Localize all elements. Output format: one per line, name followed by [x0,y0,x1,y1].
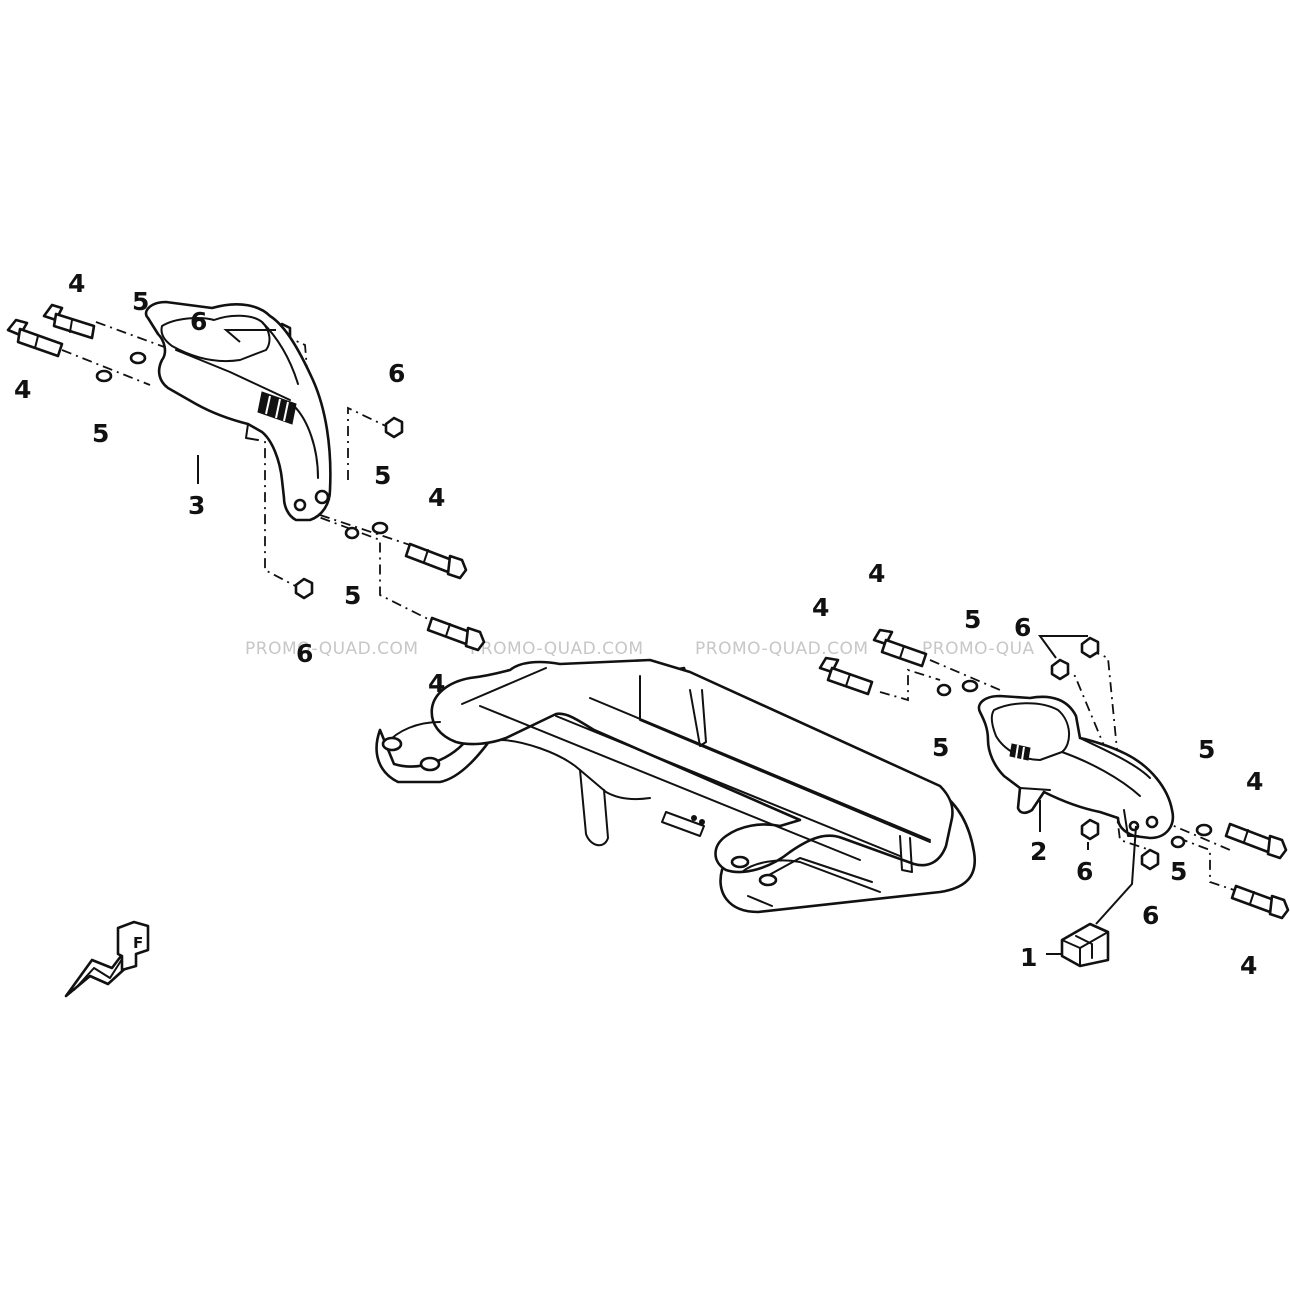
callout-label: 5 [132,287,149,316]
watermark-text: PROMO-QUAD.COM [470,639,644,659]
bolt-upper-left [42,303,96,340]
footrest-left [144,300,332,522]
callout-label: 6 [1014,613,1031,642]
callout-label: 4 [14,375,31,404]
callout-label: 5 [344,581,361,610]
mount-hole-icon [730,855,750,869]
callout-label: 4 [868,559,885,588]
callout-label: 4 [812,593,829,622]
front-marker-text: F [133,934,143,952]
callout-label: 6 [296,639,313,668]
callout-label: 5 [1198,735,1215,764]
washer-icon [129,351,147,365]
left-footrest-assembly [6,300,486,652]
washer-icon [961,679,979,693]
callout-label: 4 [68,269,85,298]
callout-label: 5 [964,605,981,634]
nut-icon [1080,818,1100,841]
callout-label: 4 [428,669,445,698]
callout-label: 2 [1030,837,1047,866]
nut-icon [294,577,314,600]
bolt-right-lower [426,616,486,652]
callout-label: 4 [428,483,445,512]
bolt-far-right-upper [1224,822,1288,860]
callout-label: 5 [92,419,109,448]
mount-hole-icon [758,873,778,887]
callout-label: 5 [1170,857,1187,886]
watermark: PROMO-QUAD.COM PROMO-QUAD.COM PROMO-QUAD… [245,639,1035,659]
callout-label: 4 [1240,951,1257,980]
nut-icon [1050,658,1070,681]
right-footrest-assembly [818,628,1290,968]
washer-icon [371,521,389,535]
mount-hole-icon [381,736,403,752]
washer-icon [936,683,952,697]
watermark-text: PROMO-QUA [922,639,1035,659]
callout-label: 1 [1020,943,1037,972]
bolt-lower-right [818,656,874,696]
callout-label: 5 [932,733,949,762]
washer-icon [344,526,360,540]
rack-frame [375,658,977,914]
callout-label: 6 [190,307,207,336]
washer-icon [1170,835,1186,849]
callout-label: 3 [188,491,205,520]
bolt-upper-right [872,628,928,668]
washer-icon [95,369,113,383]
watermark-text: PROMO-QUAD.COM [695,639,869,659]
bolt-far-right-lower [1230,884,1290,920]
callout-labels: 4 4 5 5 6 6 3 5 4 5 6 4 4 4 5 6 5 5 4 2 … [14,269,1263,980]
rubber-block [1060,922,1110,968]
callout-label: 5 [374,461,391,490]
nut-icon [1140,848,1160,871]
watermark-text: PROMO-QUAD.COM [245,639,419,659]
callout-label: 6 [388,359,405,388]
callout-label: 6 [1142,901,1159,930]
bolt-lower-left [6,318,64,358]
nut-icon [1080,636,1100,659]
callout-label: 6 [1076,857,1093,886]
mount-hole-icon [419,756,441,772]
bolt-right-upper [404,542,468,580]
washer-icon [1195,823,1213,837]
footrest-right [977,694,1175,840]
nut-icon [384,416,404,439]
callout-label: 4 [1246,767,1263,796]
front-direction-icon: F [64,920,150,998]
